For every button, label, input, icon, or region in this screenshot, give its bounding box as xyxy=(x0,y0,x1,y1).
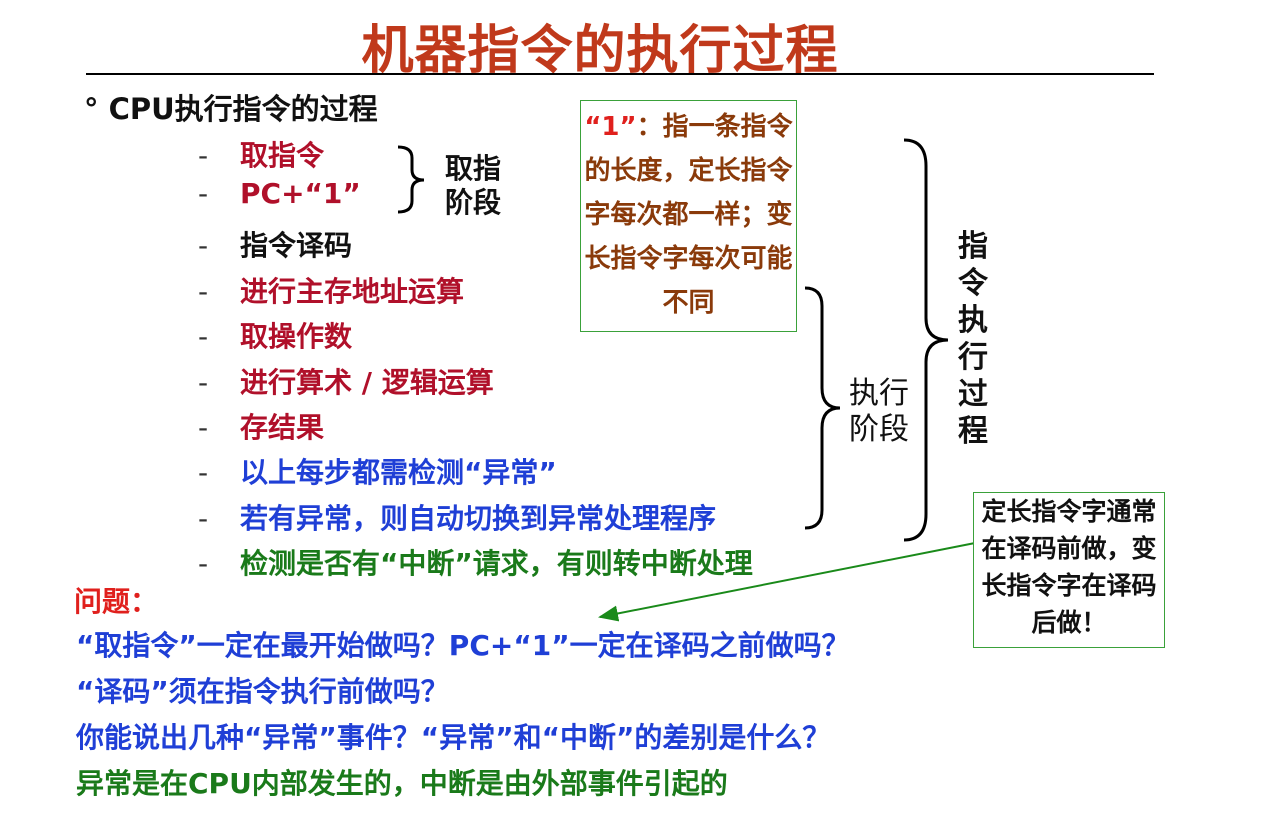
step-text: 进行主存地址运算 xyxy=(240,275,465,308)
step-check-exception: -以上每步都需检测“异常” xyxy=(198,456,557,489)
step-decode: -指令译码 xyxy=(198,229,353,262)
instruction-length-note: “1”：指一条指令的长度，定长指令字每次都一样；变长指令字每次可能不同 xyxy=(580,100,797,332)
step-text: 检测是否有“中断”请求，有则转中断处理 xyxy=(240,547,753,580)
decode-note-arrow xyxy=(598,542,976,622)
answer-line: 异常是在CPU内部发生的，中断是由外部事件引起的 xyxy=(76,767,728,800)
section-heading: ° CPU执行指令的过程 xyxy=(84,92,378,126)
decode-timing-note: 定长指令字通常在译码前做，变长指令字在译码后做！ xyxy=(973,492,1165,648)
step-text: 指令译码 xyxy=(240,229,353,262)
question-1: “取指令”一定在最开始做吗？PC+“1”一定在译码之前做吗？ xyxy=(76,629,850,662)
problem-label: 问题： xyxy=(74,585,159,618)
step-fetch-operand: -取操作数 xyxy=(198,320,353,353)
exec-stage-brace xyxy=(804,286,841,530)
step-text: PC+“1” xyxy=(240,177,361,210)
step-exception-handler: -若有异常，则自动切换到异常处理程序 xyxy=(198,502,717,535)
step-text: 若有异常，则自动切换到异常处理程序 xyxy=(240,502,717,535)
slide-title: 机器指令的执行过程 xyxy=(361,21,839,81)
fetch-stage-label: 取指阶段 xyxy=(444,152,501,219)
exec-stage-label: 执行阶段 xyxy=(849,376,909,447)
step-text: 以上每步都需检测“异常” xyxy=(240,456,557,489)
step-text: 取指令 xyxy=(240,139,325,172)
step-pc-increment: -PC+“1” xyxy=(198,177,361,210)
step-text: 取操作数 xyxy=(240,320,353,353)
step-alu-operation: -进行算术 / 逻辑运算 xyxy=(198,366,494,399)
fetch-stage-brace xyxy=(397,145,425,214)
step-text: 存结果 xyxy=(240,411,325,444)
step-address-calc: -进行主存地址运算 xyxy=(198,275,465,308)
title-divider xyxy=(86,73,1154,75)
step-fetch-instruction: -取指令 xyxy=(198,139,325,172)
note-quote: “1” xyxy=(584,112,637,142)
exec-process-label: 指令执行过程 xyxy=(958,229,988,449)
step-text: 进行算术 / 逻辑运算 xyxy=(240,366,494,399)
note-text: ：指一条指令的长度，定长指令字每次都一样；变长指令字每次可能不同 xyxy=(584,112,793,318)
exec-process-brace xyxy=(903,138,949,542)
question-3: 你能说出几种“异常”事件？“异常”和“中断”的差别是什么？ xyxy=(76,721,831,754)
step-store-result: -存结果 xyxy=(198,411,325,444)
question-2: “译码”须在指令执行前做吗？ xyxy=(76,675,449,708)
step-check-interrupt: -检测是否有“中断”请求，有则转中断处理 xyxy=(198,547,753,580)
